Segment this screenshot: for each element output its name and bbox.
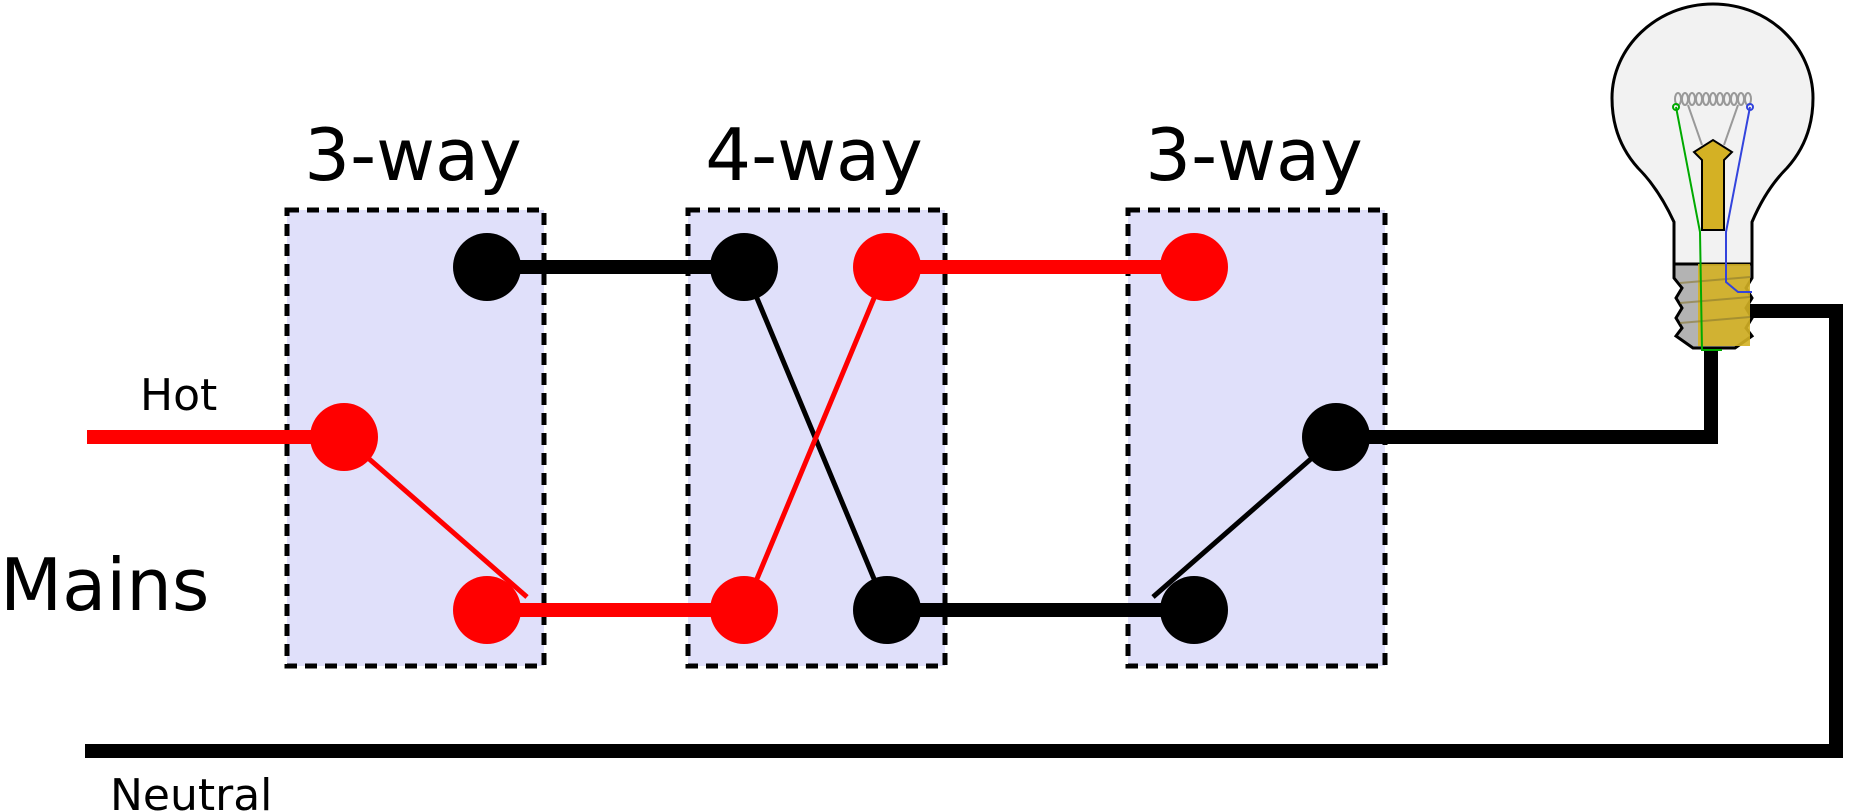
bulb-filament-coil bbox=[1674, 92, 1752, 106]
bulb-lead-tip-green bbox=[1672, 103, 1680, 111]
terminal-right-bottom bbox=[1160, 576, 1228, 644]
bulb-lead-wire-green bbox=[1675, 106, 1722, 351]
terminal-right-top bbox=[1160, 233, 1228, 301]
bulb-support-wire-left bbox=[1687, 104, 1703, 146]
neutral-label: Neutral bbox=[110, 770, 272, 812]
bulb-support-wire-right bbox=[1723, 104, 1739, 146]
bulb-lead-tip-blue bbox=[1746, 103, 1754, 111]
bulb-contact-band bbox=[1698, 264, 1750, 346]
switch-title-left: 3-way bbox=[304, 113, 521, 197]
terminal-left-bottom bbox=[453, 576, 521, 644]
switch-lever-left bbox=[342, 435, 529, 599]
terminal-middle-bottom-right bbox=[853, 576, 921, 644]
hot-label: Hot bbox=[140, 370, 217, 421]
terminal-middle-top-left bbox=[710, 233, 778, 301]
switch-title-middle: 4-way bbox=[705, 113, 922, 197]
bulb-stem bbox=[1692, 138, 1734, 231]
switched-wire bbox=[1336, 340, 1718, 444]
switch-lever-right bbox=[1151, 435, 1338, 599]
mains-label: Mains bbox=[0, 543, 209, 627]
light-bulb-icon bbox=[1610, 2, 1815, 351]
bulb-glass bbox=[1610, 2, 1815, 266]
switch-title-right: 3-way bbox=[1145, 113, 1362, 197]
terminal-middle-bottom-left bbox=[710, 576, 778, 644]
bulb-thread-lines bbox=[1679, 276, 1751, 324]
terminal-left-hot bbox=[310, 403, 378, 471]
terminal-middle-top-right bbox=[853, 233, 921, 301]
switch-cross-red bbox=[741, 266, 890, 611]
neutral-wire bbox=[85, 304, 1843, 758]
terminal-left-top bbox=[453, 233, 521, 301]
bulb-lead-wire-blue bbox=[1725, 106, 1752, 293]
